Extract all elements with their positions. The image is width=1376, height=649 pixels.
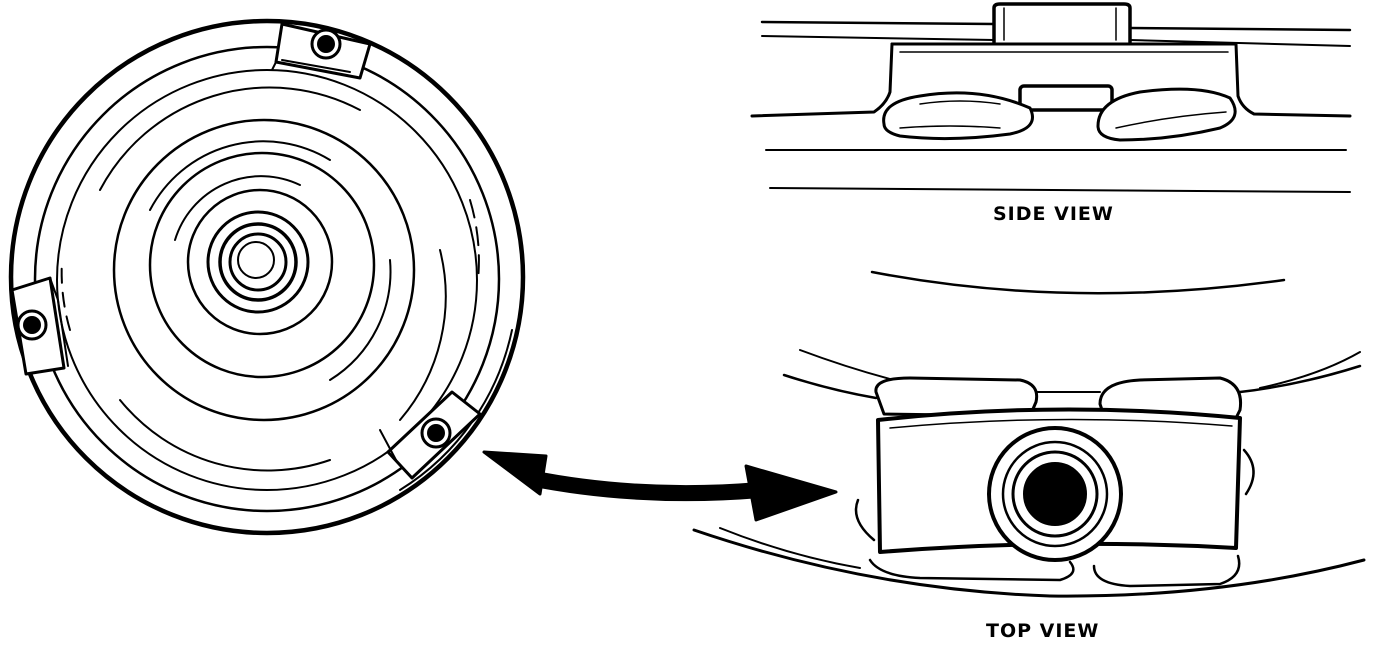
screw-icon [310, 28, 342, 60]
round-part [8, 18, 526, 536]
screw-icon [16, 309, 48, 341]
top-view-label: TOP VIEW [986, 620, 1100, 642]
top-view-drawing [692, 270, 1366, 598]
side-view-drawing [750, 2, 1352, 193]
double-arrow [482, 450, 838, 522]
side-view-label: SIDE VIEW [993, 203, 1114, 225]
screw-icon [420, 417, 452, 449]
